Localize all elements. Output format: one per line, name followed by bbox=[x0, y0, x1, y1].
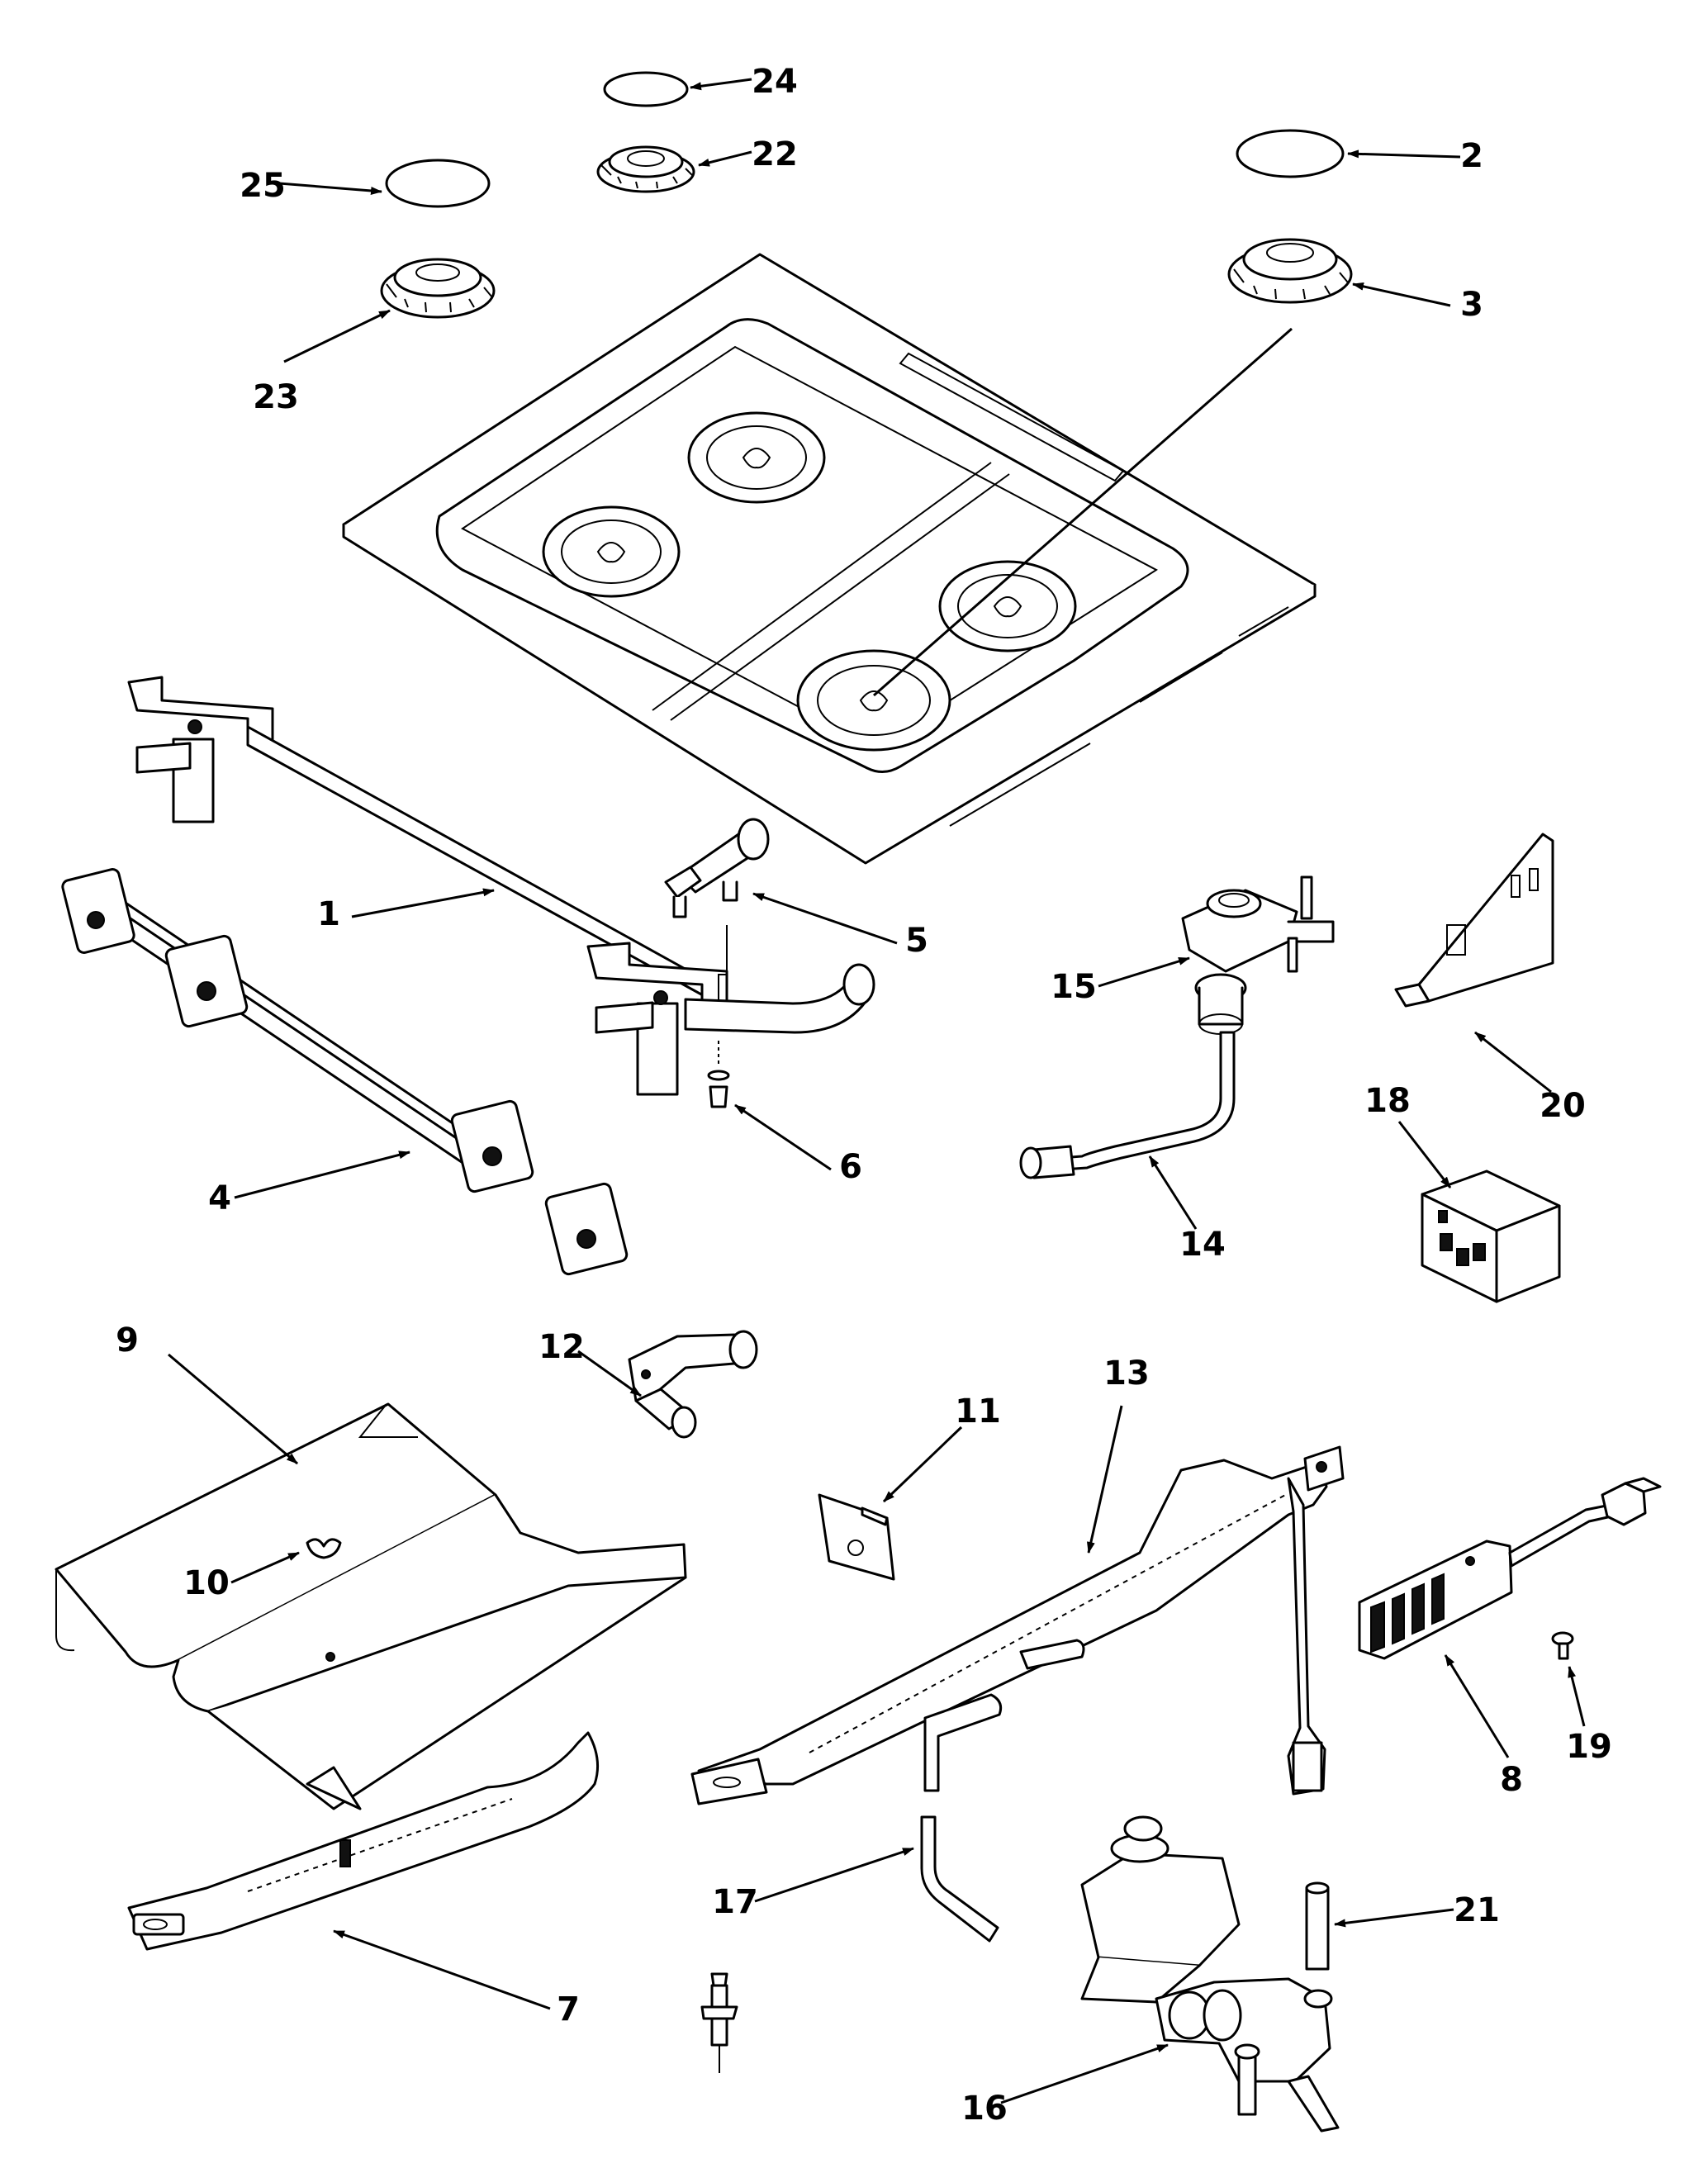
leader-3 bbox=[1352, 282, 1451, 307]
burner-head-3 bbox=[1227, 238, 1353, 304]
leader-7 bbox=[333, 1929, 551, 2010]
burner-cap-24 bbox=[603, 71, 689, 107]
leader-22 bbox=[698, 150, 752, 167]
manifold-1 bbox=[127, 676, 875, 1096]
callout-21: 21 bbox=[1454, 1891, 1500, 1929]
leader-9 bbox=[168, 1353, 298, 1465]
leader-17 bbox=[754, 1847, 914, 1903]
tube-14 bbox=[1019, 1031, 1236, 1179]
callout-5: 5 bbox=[905, 922, 928, 960]
callout-22: 22 bbox=[752, 135, 798, 173]
leader-15 bbox=[1098, 956, 1190, 988]
callout-15: 15 bbox=[1051, 968, 1097, 1006]
callout-24: 24 bbox=[752, 63, 798, 101]
callout-25: 25 bbox=[240, 167, 286, 205]
callout-18: 18 bbox=[1364, 1082, 1411, 1120]
callout-1: 1 bbox=[317, 895, 340, 933]
callout-23: 23 bbox=[253, 378, 299, 416]
leader-18 bbox=[1397, 1121, 1452, 1189]
callout-14: 14 bbox=[1179, 1226, 1226, 1264]
callout-16: 16 bbox=[961, 2090, 1008, 2128]
screw-19 bbox=[1551, 1631, 1574, 1660]
elbow-fitting-12 bbox=[628, 1330, 758, 1439]
leader-11 bbox=[882, 1426, 963, 1503]
leader-24 bbox=[690, 78, 752, 91]
callout-7: 7 bbox=[557, 1990, 580, 2028]
spark-module-18 bbox=[1421, 1170, 1561, 1303]
leader-19 bbox=[1568, 1666, 1586, 1727]
callout-10: 10 bbox=[183, 1564, 230, 1602]
callout-6: 6 bbox=[839, 1148, 862, 1186]
callout-4: 4 bbox=[208, 1179, 231, 1217]
sleeve-21 bbox=[1305, 1881, 1330, 1971]
igniter-8 bbox=[1358, 1477, 1662, 1660]
leader-6 bbox=[734, 1103, 832, 1171]
leader-16 bbox=[1000, 2043, 1169, 2104]
oven-valve-16 bbox=[1080, 1815, 1340, 2133]
callout-3: 3 bbox=[1460, 286, 1483, 324]
orifice-hood-5 bbox=[664, 818, 770, 918]
leader-1 bbox=[351, 888, 495, 918]
leader-12 bbox=[577, 1350, 642, 1397]
burner-head-22 bbox=[596, 145, 695, 193]
valve-assembly-15 bbox=[1181, 875, 1335, 1035]
burner-cap-2 bbox=[1236, 129, 1345, 178]
callout-20: 20 bbox=[1540, 1087, 1586, 1125]
callout-2: 2 bbox=[1460, 137, 1483, 175]
leader-23 bbox=[283, 309, 391, 363]
callout-12: 12 bbox=[538, 1328, 585, 1366]
callout-11: 11 bbox=[955, 1393, 1001, 1430]
burner-cap-25 bbox=[385, 159, 491, 208]
leader-14 bbox=[1148, 1155, 1198, 1230]
callout-13: 13 bbox=[1103, 1355, 1150, 1393]
electrode bbox=[700, 1972, 738, 2073]
leader-10 bbox=[230, 1551, 300, 1584]
leader-5 bbox=[752, 892, 898, 945]
screw-6 bbox=[707, 1041, 730, 1108]
leader-21 bbox=[1334, 1908, 1454, 1928]
callout-17: 17 bbox=[712, 1883, 758, 1921]
bracket-plate-20 bbox=[1394, 833, 1554, 1008]
callout-8: 8 bbox=[1500, 1761, 1523, 1799]
burner-head-23 bbox=[380, 258, 496, 319]
tubing-17 bbox=[920, 1639, 1085, 1943]
broil-burner-13 bbox=[690, 1445, 1345, 1805]
leader-2 bbox=[1347, 149, 1461, 159]
leader-25 bbox=[278, 182, 382, 195]
burner-bracket-4 bbox=[61, 868, 629, 1276]
leader-20 bbox=[1474, 1031, 1552, 1094]
heat-deflector-9 bbox=[55, 1402, 687, 1810]
leader-4 bbox=[234, 1151, 410, 1199]
wing-nut-10 bbox=[306, 1538, 342, 1559]
leader-3-to-cooktop bbox=[873, 327, 1293, 697]
cooktop-burner-box bbox=[342, 253, 1317, 865]
leader-8 bbox=[1444, 1654, 1510, 1758]
small-bracket-11 bbox=[818, 1493, 895, 1581]
callout-9: 9 bbox=[116, 1321, 139, 1359]
leader-13 bbox=[1086, 1405, 1123, 1554]
oven-burner-7 bbox=[127, 1731, 600, 1951]
leader-5-connector bbox=[718, 925, 728, 1001]
callout-19: 19 bbox=[1566, 1728, 1612, 1766]
